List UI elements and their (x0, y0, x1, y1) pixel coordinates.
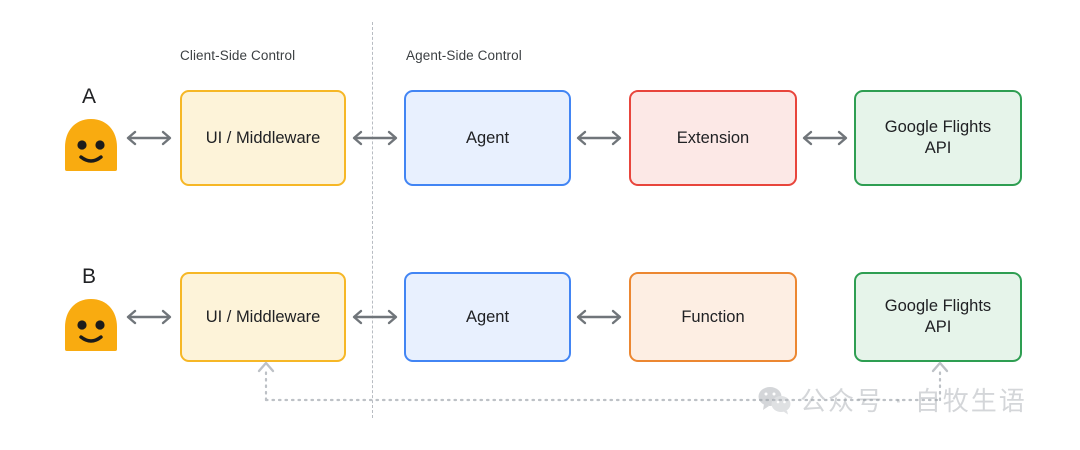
row-label-b: B (82, 265, 97, 288)
connector-a-agent-to-extension (576, 130, 622, 146)
connector-b-user-to-middleware (126, 309, 172, 325)
node-b-ui-middleware[interactable]: UI / Middleware (180, 272, 346, 362)
node-a-google-flights-api[interactable]: Google Flights API (854, 90, 1022, 186)
node-b-api-label-line1: Google Flights (884, 297, 992, 316)
connector-a-extension-to-api (802, 130, 848, 146)
node-a-api-label: Google Flights API (885, 117, 991, 158)
node-a-ui-middleware[interactable]: UI / Middleware (180, 90, 346, 186)
node-a-agent[interactable]: Agent (404, 90, 571, 186)
wechat-icon (758, 386, 791, 414)
node-a-extension-label: Extension (676, 128, 750, 147)
node-a-api-label-line2: API (924, 139, 952, 157)
node-b-api-label-line2: API (924, 318, 952, 336)
node-a-agent-label: Agent (465, 128, 510, 147)
node-b-agent-label: Agent (465, 307, 510, 326)
node-b-ui-middleware-label: UI / Middleware (205, 307, 321, 326)
row-label-a: A (82, 85, 97, 108)
node-b-function[interactable]: Function (629, 272, 797, 362)
feedback-connector-api-to-middleware (257, 361, 949, 402)
connector-a-middleware-to-agent (352, 130, 398, 146)
node-b-function-label: Function (681, 307, 745, 326)
smiley-face-icon (65, 119, 117, 171)
watermark: 公众号 · 自牧生语 (758, 381, 1027, 418)
watermark-text: 公众号 · 自牧生语 (800, 387, 1027, 417)
node-b-api-label: Google Flights API (885, 296, 991, 337)
section-divider (372, 22, 373, 418)
connector-b-middleware-to-agent (352, 309, 398, 325)
smiley-face-icon (65, 299, 117, 351)
section-label-client-side: Client-Side Control (180, 48, 296, 63)
node-a-ui-middleware-label: UI / Middleware (205, 128, 321, 147)
node-a-extension[interactable]: Extension (629, 90, 797, 186)
node-b-agent[interactable]: Agent (404, 272, 571, 362)
node-a-api-label-line1: Google Flights (884, 118, 992, 137)
connector-b-agent-to-function (576, 309, 622, 325)
section-label-agent-side: Agent-Side Control (406, 48, 522, 63)
node-b-google-flights-api[interactable]: Google Flights API (854, 272, 1022, 362)
connector-a-user-to-middleware (126, 130, 172, 146)
